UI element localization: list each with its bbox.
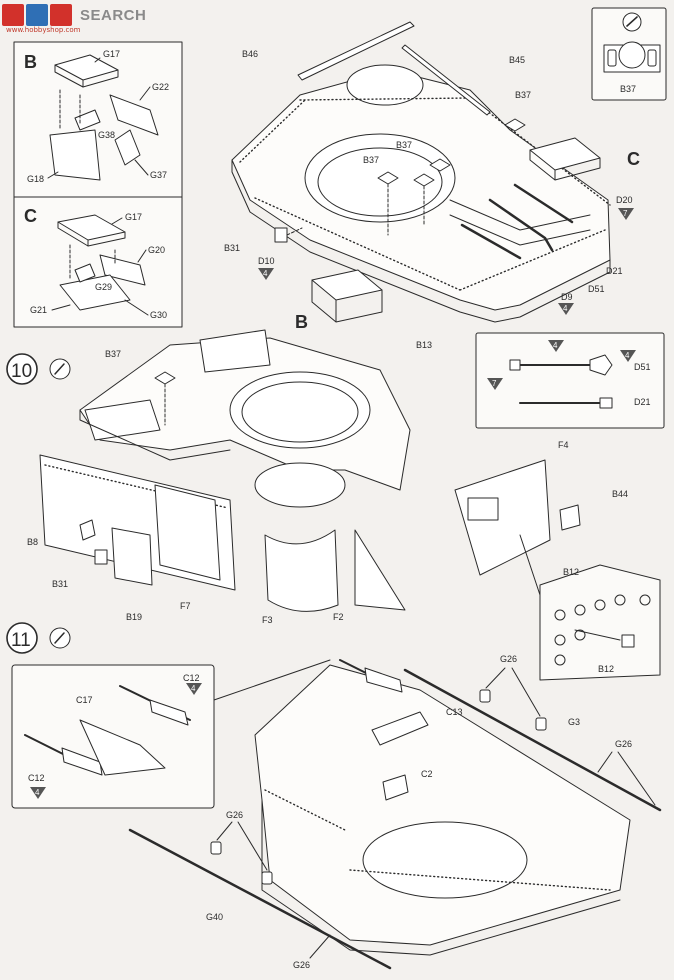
watermark-logo <box>2 2 72 32</box>
step-number: 10 <box>11 361 32 382</box>
part-label: F7 <box>180 601 191 611</box>
part-label: B46 <box>242 49 258 59</box>
part-label: D51 <box>588 284 605 294</box>
paint-code: 4 <box>35 788 40 797</box>
part-label: B31 <box>224 243 240 253</box>
part-label: D20 <box>616 195 633 205</box>
part-label: G18 <box>27 174 44 184</box>
part-label: B12 <box>563 567 579 577</box>
part-label: B31 <box>52 579 68 589</box>
watermark-url: www.hobbyshop.com <box>6 26 81 34</box>
paint-code: 7 <box>623 209 628 218</box>
part-label: B37 <box>105 349 121 359</box>
part-label: G26 <box>293 960 310 970</box>
step10-assembly: B37 F4 B44 B8 B31 B19 F7 F3 F2 B12 B12 <box>27 329 661 681</box>
part-label: G17 <box>125 212 142 222</box>
step11-header: 11 <box>6 622 71 654</box>
watermark-search-text: SEARCH <box>80 7 147 24</box>
inset-c-title: C <box>24 206 37 226</box>
inset-b37: B37 <box>591 7 667 101</box>
part-label: C12 <box>28 773 45 783</box>
paint-code: 4 <box>553 341 558 350</box>
step9-assembly: B46 B45 B37 B37 B37 C D20 B31 D10 D21 D5… <box>224 21 640 350</box>
part-label: G30 <box>150 310 167 320</box>
part-label: B12 <box>598 664 614 674</box>
part-label: C17 <box>76 695 93 705</box>
part-label: F3 <box>262 615 273 625</box>
part-label: D51 <box>634 362 651 372</box>
part-label: G26 <box>226 810 243 820</box>
step11-assembly: G26 C13 G3 G26 C2 G26 G40 G26 <box>128 654 662 970</box>
part-label: B37 <box>515 90 531 100</box>
part-label: C12 <box>183 673 200 683</box>
paint-code: 4 <box>625 351 630 360</box>
part-label: G21 <box>30 305 47 315</box>
part-label: G3 <box>568 717 580 727</box>
part-label: G26 <box>615 739 632 749</box>
part-label: G37 <box>150 170 167 180</box>
part-label: G40 <box>206 912 223 922</box>
paint-code: 7 <box>492 379 497 388</box>
part-label: D10 <box>258 256 275 266</box>
step-number: 11 <box>11 630 31 651</box>
part-label: B <box>295 312 308 332</box>
inset-b: B G17 G22 G38 G18 G37 <box>24 49 169 184</box>
paint-code: 4 <box>263 269 268 278</box>
part-label: G38 <box>98 130 115 140</box>
part-label: F2 <box>333 612 344 622</box>
part-label: G29 <box>95 282 112 292</box>
paint-code: 4 <box>563 304 568 313</box>
part-label: B44 <box>612 489 628 499</box>
part-label: B19 <box>126 612 142 622</box>
part-label: G20 <box>148 245 165 255</box>
watermark: SEARCH www.hobbyshop.com <box>2 2 146 34</box>
part-label: B8 <box>27 537 38 547</box>
inset-b-title: B <box>24 52 37 72</box>
part-label: B45 <box>509 55 525 65</box>
part-label: B37 <box>620 84 636 94</box>
part-label: F4 <box>558 440 569 450</box>
part-label: B13 <box>416 340 432 350</box>
part-label: D21 <box>606 266 623 276</box>
part-label: B37 <box>396 140 412 150</box>
inset-c: C G17 G20 G29 G21 G30 <box>24 206 167 320</box>
paint-code: 4 <box>191 684 196 693</box>
inset-machine-gun: 4 4 C12 C17 C12 <box>11 659 331 809</box>
part-label: G26 <box>500 654 517 664</box>
part-label: D9 <box>561 292 573 302</box>
inset-tools: 4 7 4 D51 D21 <box>475 332 665 429</box>
part-label: G22 <box>152 82 169 92</box>
part-label: D21 <box>634 397 651 407</box>
part-label: B37 <box>363 155 379 165</box>
part-label: C13 <box>446 707 463 717</box>
part-label: C2 <box>421 769 433 779</box>
step10-header: 10 <box>6 353 71 385</box>
part-label: G17 <box>103 49 120 59</box>
part-label: C <box>627 149 640 169</box>
